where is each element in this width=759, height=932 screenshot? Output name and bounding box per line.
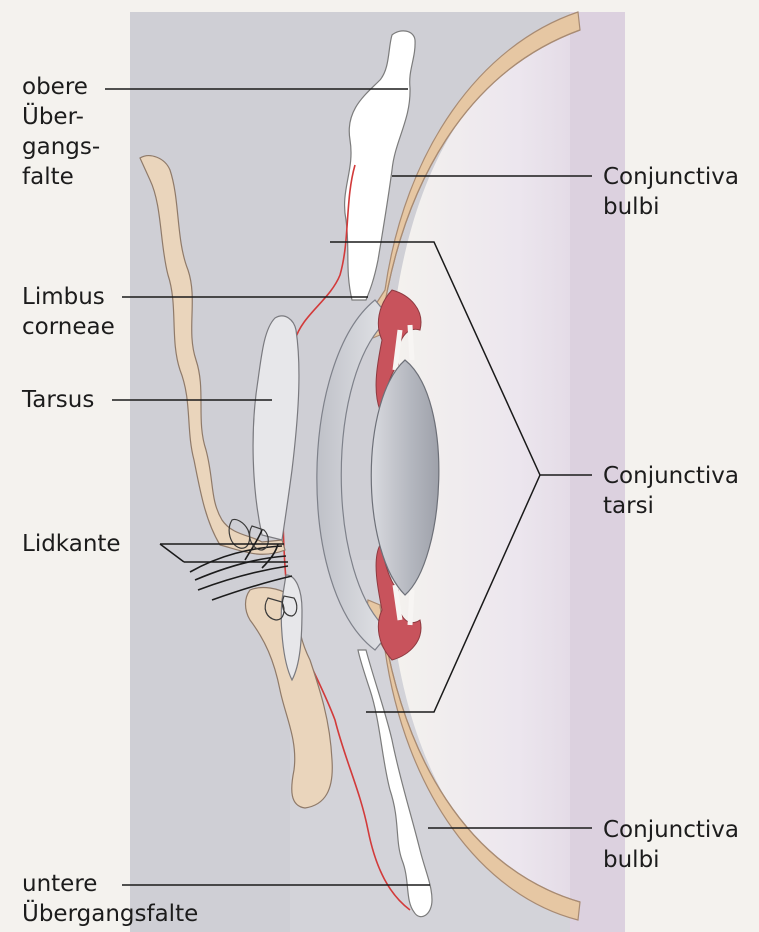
label-bulbi-top-line2: bulbi xyxy=(603,192,739,222)
label-obere-uebergangsfalte: obere Über- gangs- falte xyxy=(22,72,100,192)
label-obere-line3: gangs- xyxy=(22,132,100,162)
label-limbus-corneae: Limbus corneae xyxy=(22,282,115,342)
label-conjunctiva-tarsi: Conjunctiva tarsi xyxy=(603,461,739,521)
label-untere-uebergangsfalte: untere Übergangsfalte xyxy=(22,869,198,929)
label-untere-line2: Übergangsfalte xyxy=(22,899,198,929)
label-untere-line1: untere xyxy=(22,869,198,899)
label-tarsi-line1: Conjunctiva xyxy=(603,461,739,491)
label-tarsus: Tarsus xyxy=(22,385,94,415)
label-limbus-line2: corneae xyxy=(22,312,115,342)
label-bulbi-top-line1: Conjunctiva xyxy=(603,162,739,192)
label-lidkante: Lidkante xyxy=(22,529,121,559)
label-bulbi-bottom-line2: bulbi xyxy=(603,845,739,875)
label-limbus-line1: Limbus xyxy=(22,282,115,312)
label-obere-line1: obere xyxy=(22,72,100,102)
label-bulbi-bottom-line1: Conjunctiva xyxy=(603,815,739,845)
label-conjunctiva-bulbi-bottom: Conjunctiva bulbi xyxy=(603,815,739,875)
label-conjunctiva-bulbi-top: Conjunctiva bulbi xyxy=(603,162,739,222)
label-obere-line4: falte xyxy=(22,162,100,192)
label-obere-line2: Über- xyxy=(22,102,100,132)
label-tarsi-line2: tarsi xyxy=(603,491,739,521)
